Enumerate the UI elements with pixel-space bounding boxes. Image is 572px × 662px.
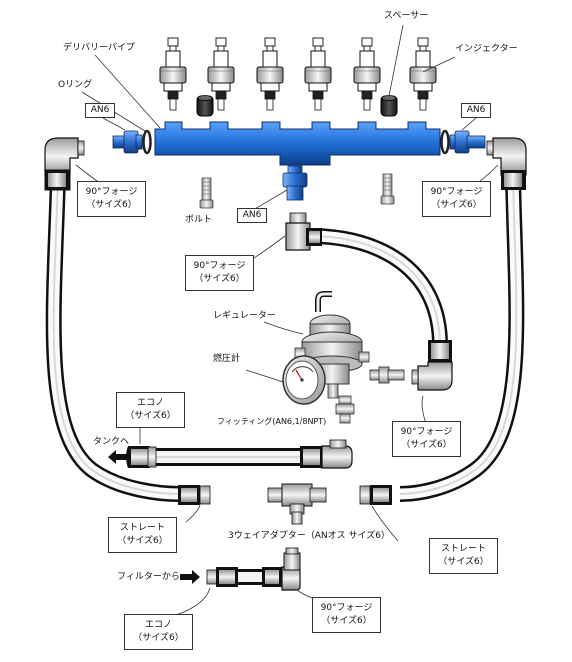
o-ring-label: Oリング: [58, 80, 93, 90]
callout-line-1: ストレート: [119, 523, 165, 533]
forge-90-lower: [411, 340, 453, 391]
injector-icon: [353, 37, 381, 111]
an6-fitting-right: [449, 130, 486, 154]
callout-line-2: （サイズ6）: [194, 274, 245, 284]
forge-90-right: [486, 137, 527, 190]
injector-icon: [207, 37, 235, 111]
fitting-an6-npt: [335, 395, 355, 424]
callout-line-1: 90°フォージ: [85, 187, 138, 197]
spacer-label: スペーサー: [384, 11, 429, 21]
o-ring-icon: [142, 129, 152, 155]
to-tank-label: タンクへ: [93, 437, 130, 447]
arrow-to-tank-icon: [108, 450, 128, 464]
fuel-pressure-gauge-icon: [282, 355, 326, 405]
an6-fitting-center: [282, 165, 308, 201]
bolt-label: ボルト: [185, 215, 213, 225]
callout-line-1: ストレート: [440, 544, 486, 554]
callout-forge-mid: 90°フォージ （サイズ6）: [185, 255, 254, 291]
forge-90-return: [300, 439, 353, 469]
forge-90-left: [44, 137, 85, 191]
callout-line-2: （サイズ6）: [438, 557, 489, 567]
callout-econo-bottom: エコノ （サイズ6）: [124, 614, 193, 650]
fuel-gauge-label: 燃圧計: [213, 354, 241, 364]
delivery-rail: [154, 121, 441, 166]
fuel-pressure-regulator: [294, 291, 370, 399]
injector-row: [159, 37, 437, 111]
callout-forge-left: 90°フォージ （サイズ6）: [77, 181, 146, 217]
injector-icon: [304, 37, 332, 111]
an6-label-right: AN6: [461, 103, 491, 118]
spacer-icon: [196, 95, 214, 117]
callout-line-1: 90°フォージ: [193, 261, 246, 271]
three-way-adapter: [267, 483, 327, 525]
callout-forge-lower: 90°フォージ （サイズ6）: [392, 421, 461, 457]
callout-line-1: 90°フォージ: [400, 427, 453, 437]
callout-line-2: （サイズ6）: [321, 616, 372, 626]
bolt-icon: [380, 173, 395, 205]
callout-econo-upper: エコノ （サイズ6）: [116, 392, 185, 428]
callout-line-2: （サイズ6）: [401, 440, 452, 450]
callout-line-1: 90°フォージ: [320, 603, 373, 613]
three-way-label: 3ウェイアダプター（ANオス サイズ6）: [228, 531, 390, 541]
straight-right-fitting: [359, 485, 392, 505]
injector-icon: [256, 37, 284, 111]
injector-icon: [159, 37, 187, 111]
regulator-label: レギュレーター: [213, 311, 276, 321]
an6-fitting-left: [112, 130, 143, 154]
callout-line-1: 90°フォージ: [430, 187, 483, 197]
callout-line-2: （サイズ6）: [86, 200, 137, 210]
from-filter-label: フィルターから: [117, 572, 180, 582]
o-ring-icon: [440, 129, 450, 155]
callout-line-2: （サイズ6）: [125, 411, 176, 421]
straight-left-fitting: [178, 485, 211, 505]
callout-straight-right: ストレート （サイズ6）: [429, 538, 498, 574]
callout-line-2: （サイズ6）: [117, 536, 168, 546]
econo-upper-fitting: [126, 446, 157, 468]
arrow-from-filter-icon: [180, 570, 200, 584]
delivery-pipe-label: デリバリーパイプ: [63, 43, 135, 53]
callout-forge-right: 90°フォージ （サイズ6）: [422, 181, 491, 217]
forge-90-center: [285, 212, 322, 251]
callout-line-2: （サイズ6）: [133, 633, 184, 643]
fitting-label: フィッティング(AN6,1/8NPT): [217, 417, 327, 426]
callout-forge-bottom: 90°フォージ （サイズ6）: [312, 597, 381, 633]
injector-icon: [409, 37, 437, 111]
spacer-icon: [380, 95, 398, 117]
injector-label: インジェクター: [455, 44, 518, 54]
bolt-icon: [199, 177, 214, 209]
an6-label-center: AN6: [237, 208, 267, 223]
bottom-assembly: [206, 547, 301, 591]
return-hose: [150, 448, 310, 466]
an6-label-left: AN6: [85, 103, 115, 118]
callout-line-1: エコノ: [144, 620, 172, 630]
callout-line-1: エコノ: [136, 398, 164, 408]
callout-straight-left: ストレート （サイズ6）: [108, 517, 177, 553]
loose-fitting: [369, 366, 405, 384]
callout-line-2: （サイズ6）: [431, 200, 482, 210]
